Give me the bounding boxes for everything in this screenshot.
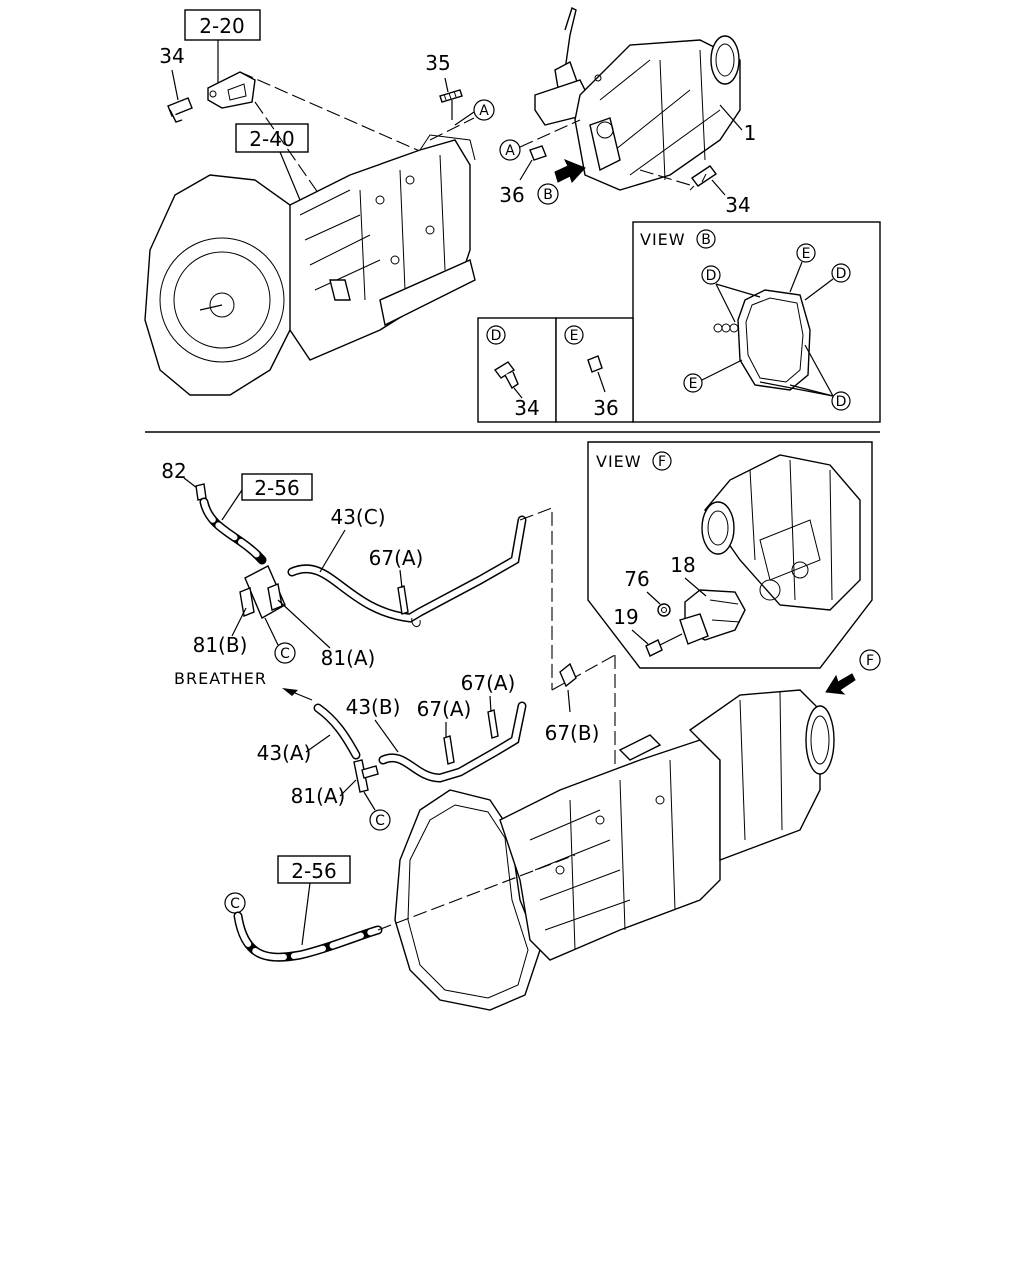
ref-box-2-20: 2-20: [184, 9, 261, 85]
view-b-callout-e2: E: [689, 376, 698, 392]
ref-box-2-20-label: 2-20: [199, 14, 244, 38]
part-67a-1-label: 67(A): [369, 546, 424, 570]
part-43c-label: 43(C): [330, 505, 385, 529]
circle-c-1-text: C: [280, 646, 290, 662]
view-b-panel: VIEW B D E D E D: [632, 221, 881, 423]
part-1-label: 1: [744, 121, 757, 145]
part-67a-2-label: 67(A): [417, 697, 472, 721]
detail-d-panel: D 34: [477, 317, 557, 423]
ref-box-2-56-top-label: 2-56: [254, 476, 299, 500]
circle-f-text: F: [866, 653, 874, 669]
view-f-panel: VIEW F 18 76 19: [587, 441, 873, 669]
circle-c-3-text: C: [230, 896, 240, 912]
circle-c-2: C: [363, 791, 391, 831]
clip-67a-1: 67(A): [369, 546, 424, 627]
circle-c-3: C: [224, 892, 246, 914]
view-b-callout-d3: D: [836, 394, 847, 410]
view-b-title-circle: B: [701, 232, 711, 248]
ref-box-2-40: 2-40: [235, 123, 309, 201]
callout-b-text: B: [543, 187, 553, 203]
callout-a-upper: A: [429, 99, 495, 141]
detail-e-circle: E: [570, 328, 579, 344]
callout-a-upper-text: A: [479, 103, 489, 119]
clip-67b: 67(B): [545, 662, 600, 745]
bolt-34-left: 34: [159, 44, 193, 123]
fitting-82: 82: [161, 459, 207, 501]
callout-a-lower: A: [499, 119, 581, 161]
part-81b-label: 81(B): [193, 633, 248, 657]
callout-a-lower-text: A: [505, 143, 515, 159]
part-76-label: 76: [624, 567, 649, 591]
circle-c-1: C: [264, 617, 296, 664]
part-34-right-label: 34: [725, 193, 750, 217]
ref-box-2-40-label: 2-40: [249, 127, 294, 151]
detail-d-part: 34: [514, 396, 539, 420]
part-19-label: 19: [613, 605, 638, 629]
part-82-label: 82: [161, 459, 186, 483]
detail-e-panel: E 36: [555, 317, 634, 423]
ref-box-2-56-top: 2-56: [221, 473, 313, 521]
part-36-label: 36: [499, 183, 524, 207]
stud-35: 35: [425, 51, 463, 120]
part-81a-2-label: 81(A): [291, 784, 346, 808]
lower-manual-transmission: [394, 689, 835, 1011]
part-67b-label: 67(B): [545, 721, 600, 745]
t-fitting-81a-lower: 81(A): [291, 759, 379, 808]
circle-c-2-text: C: [375, 813, 385, 829]
circle-f: F: [825, 649, 881, 695]
breather-label: BREATHER: [174, 669, 267, 688]
clip-67a-3: 67(A): [461, 671, 516, 739]
detail-d-circle: D: [491, 328, 502, 344]
view-f-title-circle: F: [658, 454, 666, 470]
clip-67a-2: 67(A): [417, 697, 472, 765]
part-35-label: 35: [425, 51, 450, 75]
view-b-callout-d1: D: [706, 268, 717, 284]
detail-e-part: 36: [593, 396, 618, 420]
ref-box-2-56-bottom-label: 2-56: [291, 859, 336, 883]
callout-b: B: [537, 159, 586, 205]
manual-transmission: [534, 7, 741, 191]
ref-box-2-56-bottom: 2-56: [277, 855, 351, 946]
breather-arrow: [282, 688, 313, 701]
view-b-title: VIEW: [640, 230, 686, 249]
part-18-label: 18: [670, 553, 695, 577]
bolt-34-right: 34: [639, 165, 751, 217]
dowel-36: 36: [499, 145, 547, 207]
view-b-callout-d2: D: [836, 266, 847, 282]
part-43b-label: 43(B): [346, 695, 401, 719]
part-43a-label: 43(A): [257, 741, 312, 765]
automatic-transmission: [144, 134, 476, 396]
view-b-callout-e1: E: [802, 246, 811, 262]
part-81a-1-label: 81(A): [321, 646, 376, 670]
part-34-left-label: 34: [159, 44, 184, 68]
mounting-bracket: [207, 71, 256, 109]
view-f-title: VIEW: [596, 452, 642, 471]
part-67a-3-label: 67(A): [461, 671, 516, 695]
t-block-81: [239, 565, 286, 619]
